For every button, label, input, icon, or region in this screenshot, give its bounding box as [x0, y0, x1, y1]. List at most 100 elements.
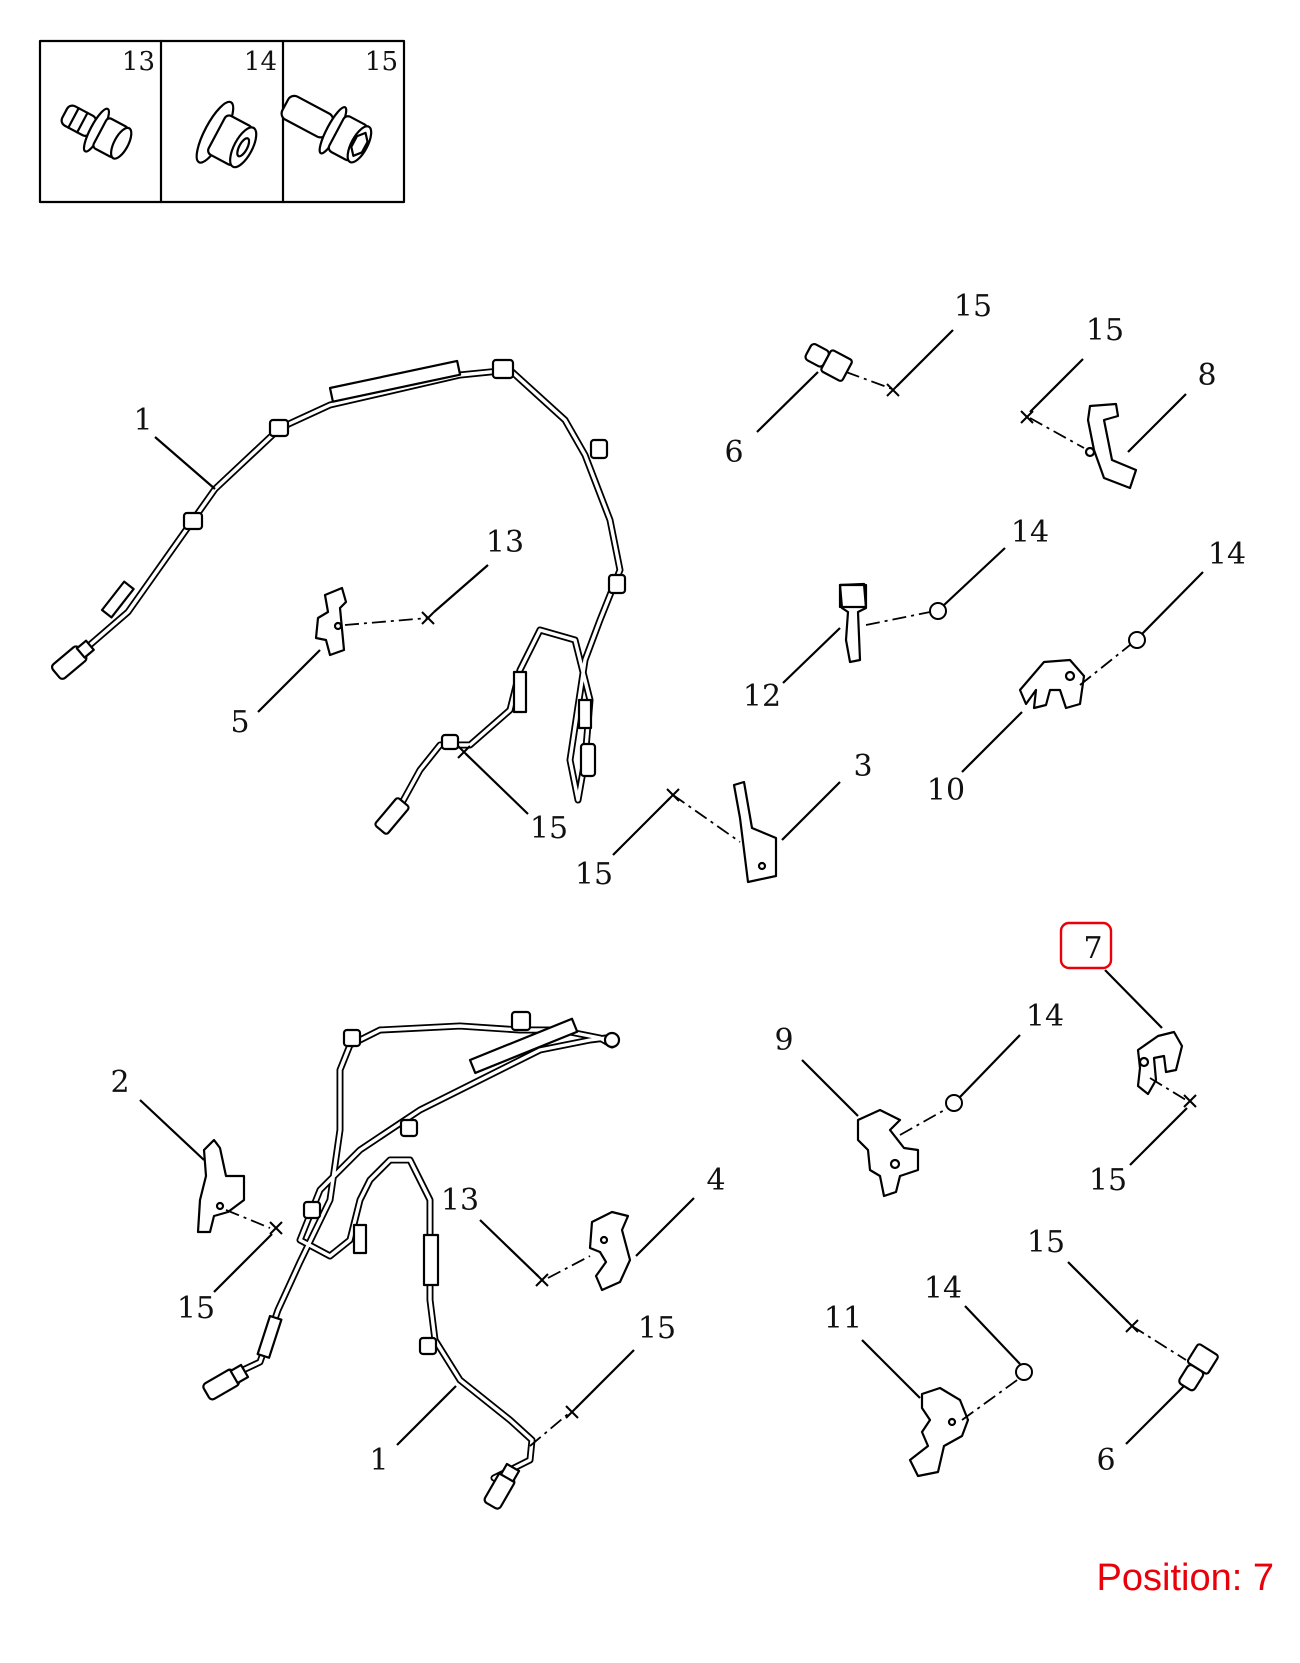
- callout-14: 14: [924, 1271, 962, 1306]
- callout-11: 11: [824, 1301, 862, 1336]
- bracket-12[interactable]: [838, 582, 868, 664]
- assembly-centerline: [225, 1209, 271, 1229]
- callout-15: 15: [530, 811, 568, 846]
- leader-line: [1104, 969, 1163, 1029]
- harness-grommet: [302, 1200, 322, 1220]
- callout-5: 5: [230, 705, 249, 740]
- assembly-centerline: [1079, 644, 1131, 686]
- callout-6: 6: [724, 435, 743, 470]
- callout-14: 14: [1011, 515, 1049, 550]
- leader-line: [433, 564, 489, 613]
- legend-number-14: 14: [244, 47, 277, 77]
- bracket-11[interactable]: [908, 1386, 970, 1478]
- harness-sleeve: [468, 1017, 579, 1075]
- leader-line: [213, 1233, 273, 1293]
- assembly-centerline: [1131, 1325, 1187, 1361]
- legend-number-13: 13: [122, 47, 155, 77]
- harness-grommet: [342, 1028, 362, 1048]
- callout-15: 15: [954, 289, 992, 324]
- harness-sleeve: [577, 698, 593, 730]
- nut-14-mark: [1015, 1363, 1033, 1381]
- leader-line: [861, 1339, 921, 1399]
- sensor-6-top[interactable]: [803, 340, 853, 382]
- nut-14-mark: [1128, 631, 1146, 649]
- wheel-speed-sensor-harness-top[interactable]: [50, 358, 627, 835]
- bracket-10[interactable]: [1018, 658, 1086, 710]
- wheel-speed-sensor-head: [202, 1363, 250, 1401]
- leader-line: [154, 436, 216, 490]
- callout-8: 8: [1197, 358, 1216, 393]
- harness-connector: [579, 742, 597, 778]
- leader-line: [801, 1059, 859, 1117]
- assembly-centerline: [961, 1377, 1021, 1421]
- harness-grommet: [418, 1336, 438, 1356]
- harness-grommet: [182, 511, 204, 531]
- nut-14-mark: [945, 1094, 963, 1112]
- leader-line: [1029, 358, 1084, 413]
- nut-14-mark: [929, 602, 947, 620]
- bracket-2[interactable]: [196, 1138, 246, 1234]
- bracket-3[interactable]: [732, 780, 778, 884]
- leader-line: [964, 1305, 1021, 1365]
- highlight-box: [1059, 921, 1113, 970]
- bolt-15-mark: [1183, 1094, 1197, 1108]
- harness-sleeve: [100, 580, 135, 619]
- harness-grommet: [607, 573, 627, 595]
- callout-15: 15: [638, 1311, 676, 1346]
- callout-13: 13: [441, 1183, 479, 1218]
- callout-12: 12: [743, 679, 781, 714]
- legend-number-15: 15: [365, 47, 398, 77]
- leader-line: [635, 1197, 695, 1257]
- callout-15: 15: [177, 1291, 215, 1326]
- wheel-speed-sensor-head: [50, 639, 95, 680]
- leader-line: [612, 797, 671, 856]
- leader-line: [1127, 393, 1187, 453]
- leader-line: [139, 1099, 205, 1161]
- leader-line: [465, 753, 529, 815]
- callout-7[interactable]: 7: [1083, 931, 1102, 966]
- assembly-centerline: [547, 1255, 591, 1279]
- bolt-13-mark: [421, 611, 435, 625]
- callout-15: 15: [1027, 1225, 1065, 1260]
- assembly-centerline: [344, 617, 429, 626]
- harness-sleeve: [256, 1314, 283, 1359]
- callout-1: 1: [133, 403, 152, 438]
- callout-14: 14: [1208, 537, 1246, 572]
- callout-6: 6: [1096, 1443, 1115, 1478]
- sensor-6-bottom[interactable]: [1175, 1343, 1219, 1393]
- assembly-centerline: [529, 1413, 569, 1447]
- harness-sleeve: [422, 1233, 440, 1287]
- harness-sleeve: [352, 1223, 368, 1255]
- assembly-centerline: [672, 794, 741, 843]
- bolt-15-mark: [269, 1221, 283, 1235]
- fastener-legend: 13 14 15: [38, 39, 406, 204]
- callout-14: 14: [1026, 999, 1064, 1034]
- bracket-7[interactable]: [1136, 1030, 1184, 1096]
- wheel-speed-sensor-head: [483, 1462, 521, 1510]
- leader-line: [961, 711, 1023, 773]
- leader-line: [943, 547, 1006, 606]
- leader-line: [756, 371, 819, 433]
- bolt-15-mark: [1020, 410, 1034, 424]
- bracket-8[interactable]: [1084, 402, 1138, 490]
- harness-grommet: [491, 358, 515, 380]
- leader-line: [257, 649, 321, 713]
- assembly-centerline: [1029, 417, 1085, 449]
- harness-grommet: [510, 1010, 532, 1032]
- wheel-speed-sensor-harness-bottom[interactable]: [202, 1010, 621, 1510]
- callout-10: 10: [927, 773, 965, 808]
- leader-line: [896, 329, 954, 387]
- position-label: Position: 7: [1097, 1557, 1274, 1599]
- bracket-5[interactable]: [314, 586, 348, 657]
- bracket-4[interactable]: [588, 1210, 632, 1292]
- leader-line: [781, 781, 841, 841]
- leader-line: [782, 627, 841, 684]
- harness-sleeve: [512, 670, 528, 714]
- leader-line: [575, 1349, 635, 1409]
- callout-3: 3: [853, 749, 872, 784]
- flange-bolt-icon: [60, 104, 133, 160]
- bracket-9[interactable]: [856, 1108, 920, 1198]
- assembly-centerline: [865, 611, 931, 626]
- leader-line: [1125, 1385, 1185, 1445]
